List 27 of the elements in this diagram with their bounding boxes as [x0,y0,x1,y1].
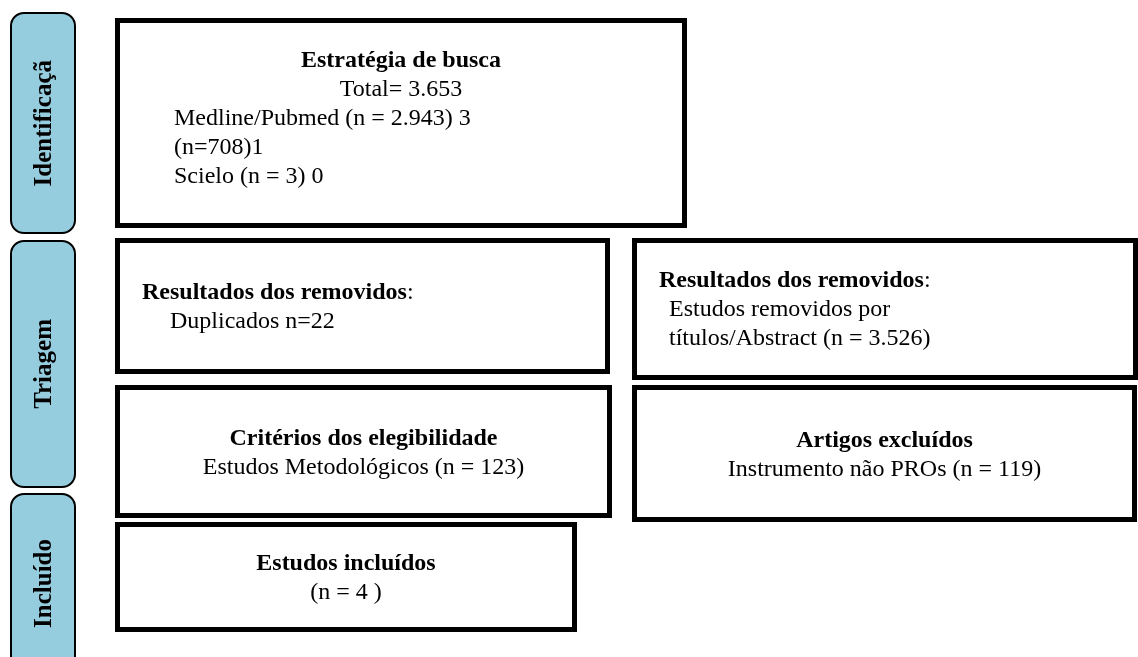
stage-band [10,493,76,657]
stage-label: Identificaçã [29,59,57,187]
box-heading: Artigos excluídos [795,424,974,454]
box-text: Estudos Metodológicos (n = 123) [201,451,526,481]
box-text: Medline/Pubmed (n = 2.943) 3 [173,103,472,132]
process-box [115,385,612,518]
box-heading: Resultados dos removidos: [141,277,415,306]
process-box [115,18,687,228]
process-box [115,238,610,374]
process-box [632,385,1137,522]
box-text: (n=708)1 [173,132,265,161]
stage-band [10,12,76,234]
box-text: Total= 3.653 [338,74,464,103]
stage-label: Triagem [29,319,57,409]
box-text: Instrumento não PROs (n = 119) [726,453,1043,483]
process-box [632,238,1138,380]
box-heading: Estratégia de busca [300,45,502,74]
box-text: (n = 4 ) [309,577,383,606]
box-heading: Estudos incluídos [255,548,437,577]
stage-band [10,240,76,488]
box-text: Estudos removidos por títulos/Abstract (n = 3.526) [668,294,932,352]
box-heading: Resultados dos removidos: [658,265,932,294]
box-heading: Critérios dos elegibilidade [228,422,499,452]
process-box [115,522,577,632]
box-text: Duplicados n=22 [169,306,336,335]
box-text: Scielo (n = 3) 0 [173,161,325,190]
stage-label: Incluído [29,538,57,628]
